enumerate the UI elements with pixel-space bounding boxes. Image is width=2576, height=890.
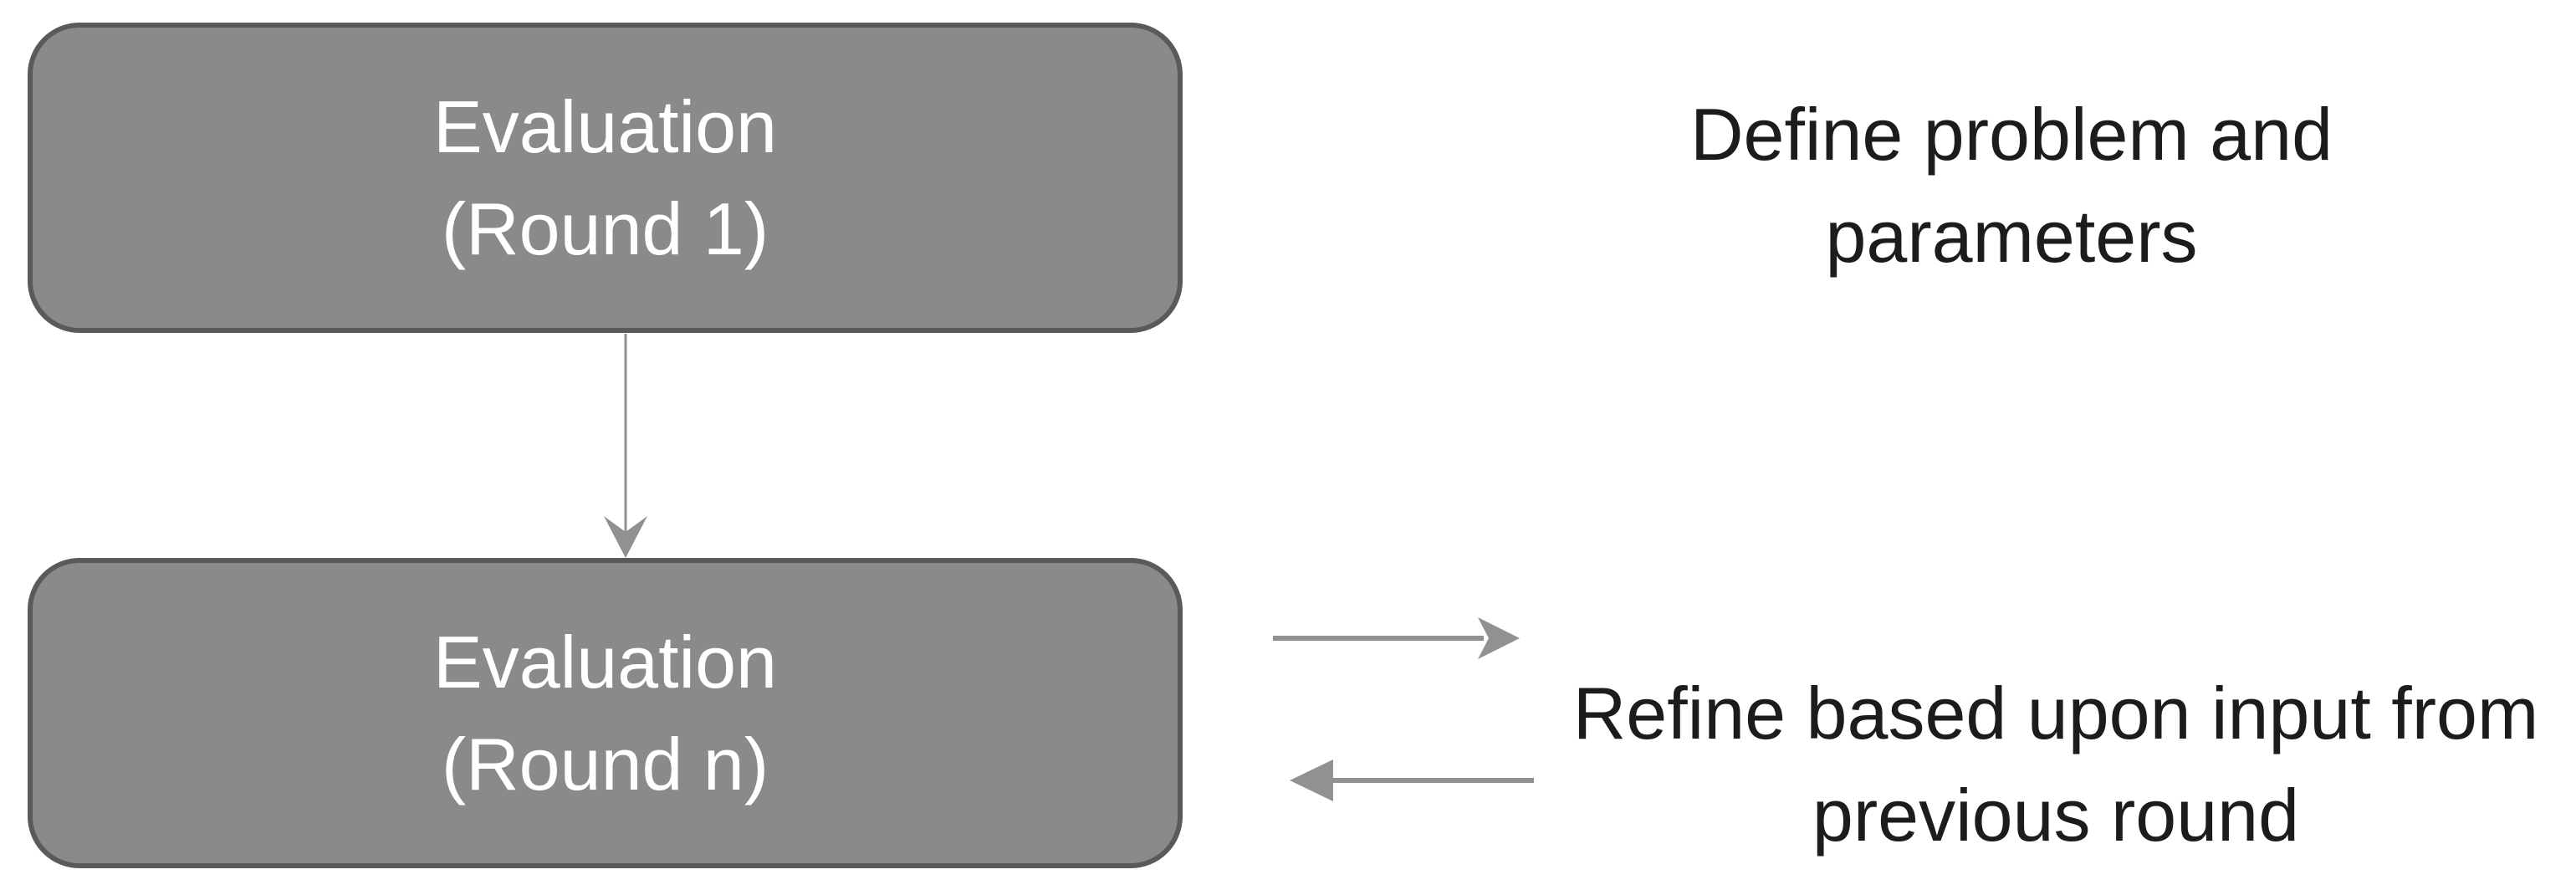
annotation-line: parameters (1825, 195, 2198, 278)
left-arrow-icon (1290, 760, 1534, 801)
down-arrow-icon (604, 334, 647, 558)
define-problem-label: Define problem and parameters (1593, 84, 2430, 288)
evaluation-round-1-box: Evaluation (Round 1) (28, 23, 1183, 333)
annotation-line: Define problem and (1689, 93, 2333, 176)
evaluation-round-1-label: Evaluation (Round 1) (433, 76, 777, 280)
down-arrow-head (604, 516, 647, 558)
box-label-line: (Round n) (441, 722, 769, 806)
box-label-line: Evaluation (433, 84, 777, 168)
right-arrow-icon (1273, 617, 1520, 659)
right-arrow-head (1478, 617, 1520, 659)
annotation-line: previous round (1812, 774, 2300, 857)
evaluation-round-n-box: Evaluation (Round n) (28, 558, 1183, 868)
evaluation-round-n-label: Evaluation (Round n) (433, 611, 777, 816)
left-arrow-head (1290, 760, 1333, 801)
box-label-line: (Round 1) (441, 187, 769, 270)
refine-label: Refine based upon input from previous ro… (1554, 662, 2558, 867)
box-label-line: Evaluation (433, 620, 777, 703)
annotation-line: Refine based upon input from (1572, 672, 2539, 754)
